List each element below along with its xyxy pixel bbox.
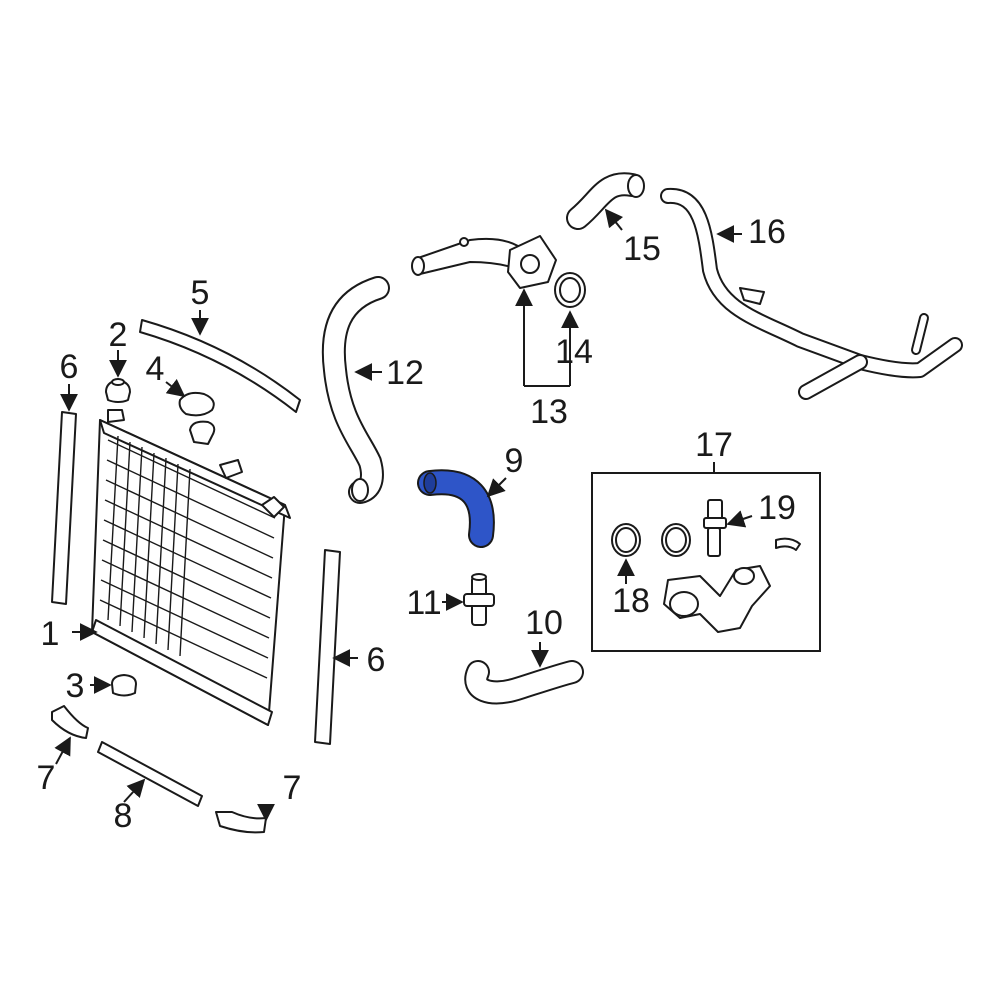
callout-12: 12 — [386, 354, 424, 392]
o-ring-kit[interactable] — [661, 523, 691, 557]
highlighted-hose-9[interactable] — [417, 469, 495, 548]
callout-14: 14 — [555, 333, 593, 371]
retaining-clip[interactable] — [775, 537, 801, 551]
o-ring-18[interactable] — [611, 523, 641, 557]
callout-17: 17 — [695, 426, 733, 464]
callout-labels: 1 2 3 4 5 6 6 7 7 8 9 10 11 12 13 14 15 … — [37, 213, 796, 835]
radiator-cap-2[interactable] — [105, 378, 131, 403]
temp-sensor-19[interactable] — [703, 499, 727, 557]
callout-11: 11 — [406, 584, 441, 622]
callout-9: 9 — [505, 442, 524, 480]
kit-box-17 — [591, 472, 821, 652]
callout-5: 5 — [191, 274, 210, 312]
callout-8: 8 — [114, 797, 133, 835]
lower-seal-8[interactable] — [97, 741, 203, 807]
hose-15[interactable] — [566, 172, 645, 230]
radiator[interactable] — [91, 409, 291, 726]
hose-connector-11[interactable] — [463, 573, 495, 626]
callout-6-right: 6 — [367, 641, 386, 679]
callout-lines — [54, 208, 753, 822]
upper-hose-12[interactable] — [321, 276, 390, 504]
lower-hose-10[interactable] — [464, 660, 584, 705]
callout-4: 4 — [146, 350, 165, 388]
callout-6-left: 6 — [60, 348, 79, 386]
thermostat-housing[interactable] — [663, 565, 771, 633]
bracket-7-left[interactable] — [51, 705, 89, 739]
callout-2: 2 — [109, 316, 128, 354]
side-seal-6-left[interactable] — [51, 411, 77, 605]
water-pipe-16[interactable] — [660, 188, 963, 400]
callout-7-left: 7 — [37, 759, 56, 797]
gasket-14[interactable] — [554, 272, 586, 308]
water-outlet-13[interactable] — [411, 235, 557, 289]
callout-10: 10 — [525, 604, 563, 642]
callout-18: 18 — [612, 582, 650, 620]
callout-1: 1 — [41, 615, 60, 653]
callout-7-right: 7 — [283, 769, 302, 807]
radiator-cap-4[interactable] — [178, 391, 215, 417]
side-seal-6-right[interactable] — [314, 549, 341, 745]
callout-13: 13 — [530, 393, 568, 431]
bracket-7-right[interactable] — [215, 811, 267, 834]
drain-plug-3[interactable] — [111, 674, 137, 697]
callout-19: 19 — [758, 489, 796, 527]
upper-seal-5[interactable] — [139, 319, 301, 413]
radiator-core-grid — [99, 435, 276, 679]
callout-3: 3 — [66, 667, 85, 705]
callout-16: 16 — [748, 213, 786, 251]
callout-15: 15 — [623, 230, 661, 268]
